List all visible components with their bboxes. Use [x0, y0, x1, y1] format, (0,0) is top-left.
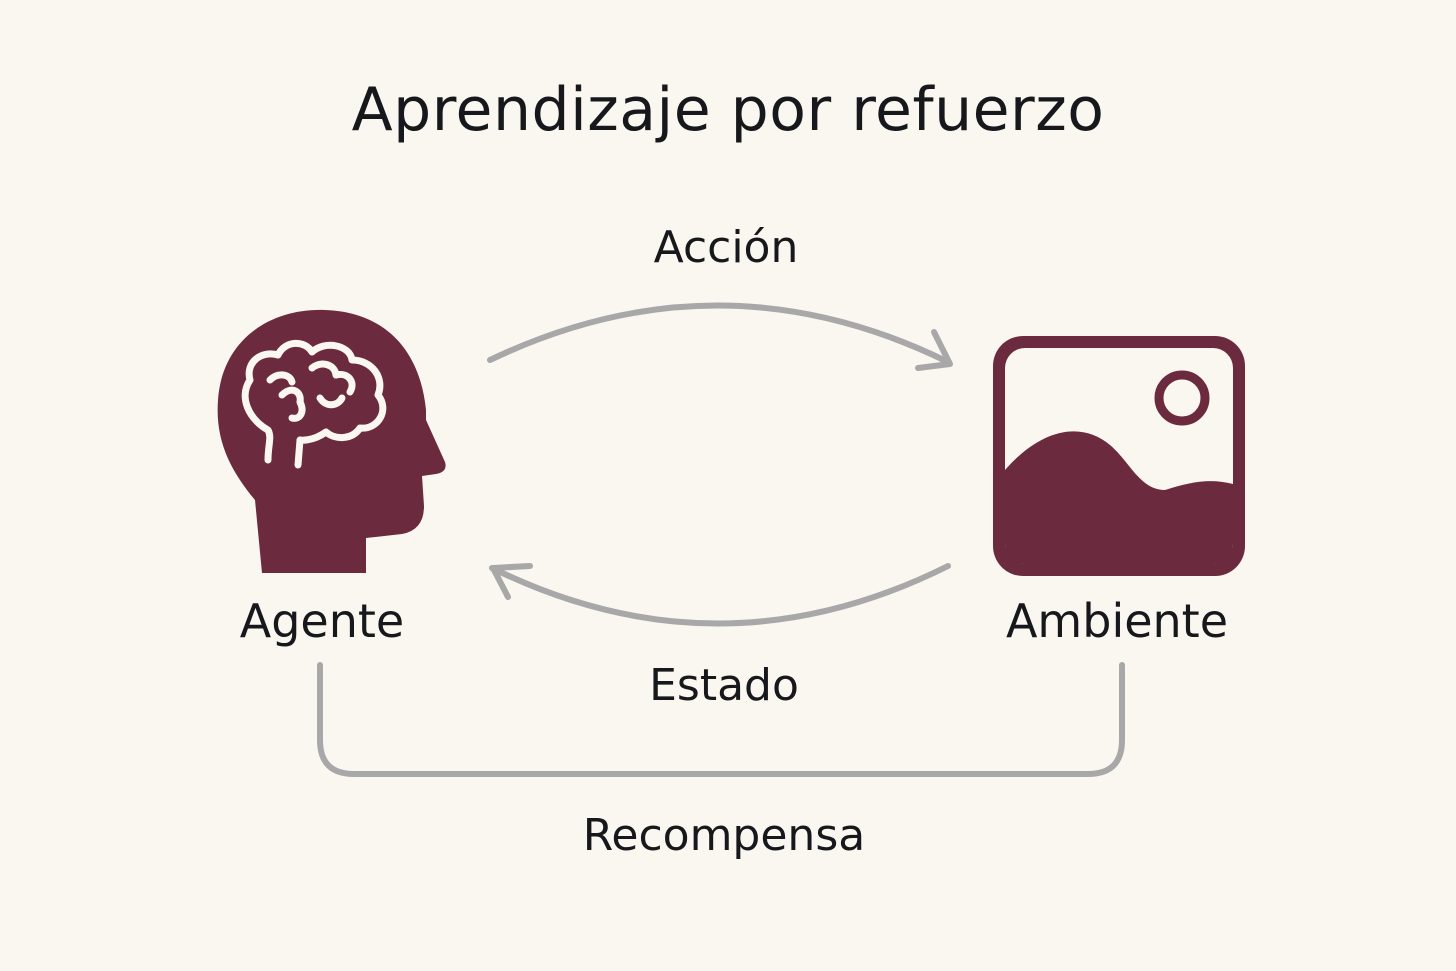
head-silhouette: [217, 309, 446, 573]
action-arrow: [487, 302, 953, 371]
action-arrow-line: [487, 302, 951, 365]
agent-label: Agente: [239, 594, 405, 648]
action-label: Acción: [653, 222, 799, 273]
action-arrow-head: [915, 329, 953, 371]
hills-shape: [1005, 431, 1233, 564]
sun-icon: [1154, 370, 1210, 426]
state-label: Estado: [649, 660, 799, 711]
reward-connector: [317, 662, 1125, 777]
brain-icon: [241, 339, 387, 469]
state-arrow: [489, 563, 951, 627]
state-arrow-head: [490, 563, 533, 600]
state-arrow-line: [489, 563, 951, 627]
page-title: Aprendizaje por refuerzo: [351, 75, 1105, 145]
reward-label: Recompensa: [582, 810, 866, 861]
landscape-picture-icon: [993, 336, 1245, 576]
head-brain-icon: [217, 309, 446, 573]
environment-label: Ambiente: [1005, 594, 1229, 648]
